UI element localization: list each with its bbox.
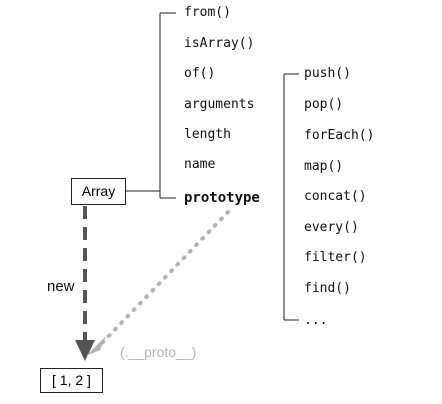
- prototype-label: prototype: [184, 190, 260, 206]
- prototype-method-map: map(): [304, 159, 344, 174]
- prototype-method-filter: filter(): [304, 250, 367, 265]
- static-member-name: name: [184, 157, 216, 172]
- array-label: Array: [81, 183, 116, 199]
- new-label: new: [47, 278, 75, 295]
- prototype-method-ellipsis: ...: [304, 313, 328, 328]
- array-box: Array: [71, 178, 126, 205]
- instance-box: [ 1, 2 ]: [40, 368, 103, 393]
- proto-label: (.__proto__): [120, 344, 197, 360]
- static-member-arguments: arguments: [184, 97, 255, 112]
- proto-arrow-shaft: [101, 210, 230, 344]
- static-member-from: from(): [184, 5, 231, 20]
- static-member-length: length: [184, 127, 231, 142]
- instance-label: [ 1, 2 ]: [52, 372, 91, 388]
- proto-arrowhead: [86, 336, 106, 356]
- static-member-isarray: isArray(): [184, 36, 255, 51]
- prototype-method-foreach: forEach(): [304, 128, 375, 143]
- prototype-method-find: find(): [304, 281, 351, 296]
- prototype-method-every: every(): [304, 220, 359, 235]
- new-arrowhead: [75, 340, 95, 361]
- prototype-method-push: push(): [304, 66, 351, 81]
- static-member-of: of(): [184, 66, 216, 81]
- prototype-method-concat: concat(): [304, 189, 367, 204]
- prototype-method-pop: pop(): [304, 97, 344, 112]
